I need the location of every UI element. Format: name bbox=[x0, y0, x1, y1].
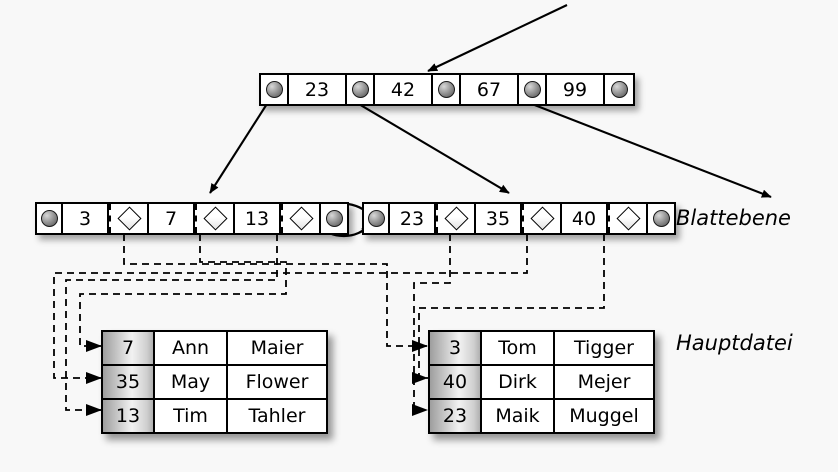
diamond-pointer-icon bbox=[529, 206, 555, 231]
sphere-pointer-icon bbox=[265, 81, 283, 98]
sphere-pointer-cell[interactable] bbox=[605, 75, 633, 104]
leaf-node-left[interactable]: 3 7 13 bbox=[35, 202, 349, 235]
sphere-pointer-cell[interactable] bbox=[347, 75, 375, 104]
sphere-pointer-icon bbox=[610, 81, 628, 98]
table-cell-key: 3 bbox=[430, 332, 482, 364]
table-cell-first-name: Dirk bbox=[482, 366, 555, 398]
sphere-pointer-icon bbox=[351, 81, 369, 98]
key-cell[interactable]: 42 bbox=[375, 75, 433, 104]
diamond-pointer-icon[interactable] bbox=[608, 204, 648, 233]
dashed-link-key-3 bbox=[123, 234, 428, 347]
table-cell-last-name: Flower bbox=[228, 366, 326, 398]
caption-blattebene: Blattebene bbox=[676, 206, 791, 230]
key-cell[interactable]: 99 bbox=[547, 75, 605, 104]
key-cell[interactable]: 23 bbox=[390, 204, 436, 233]
table-cell-last-name: Muggel bbox=[555, 400, 653, 432]
table-cell-key: 23 bbox=[430, 400, 482, 432]
dashed-link-key-35 bbox=[53, 234, 528, 379]
table-cell-last-name: Mejer bbox=[555, 366, 653, 398]
key-cell[interactable]: 13 bbox=[235, 204, 281, 233]
table-cell-key: 7 bbox=[103, 332, 155, 364]
sphere-pointer-cell[interactable] bbox=[37, 204, 63, 233]
sphere-pointer-cell[interactable] bbox=[648, 204, 674, 233]
sphere-pointer-icon bbox=[652, 210, 670, 227]
sphere-pointer-cell[interactable] bbox=[321, 204, 347, 233]
sphere-pointer-icon bbox=[367, 210, 385, 227]
sphere-pointer-icon bbox=[40, 210, 58, 227]
sphere-pointer-cell[interactable] bbox=[519, 75, 547, 104]
table-cell-first-name: Maik bbox=[482, 400, 555, 432]
table-cell-key: 13 bbox=[103, 400, 155, 432]
diamond-pointer-icon bbox=[116, 206, 142, 231]
table-cell-first-name: Tom bbox=[482, 332, 555, 364]
edge-root-to-leaf-right bbox=[346, 96, 510, 194]
key-cell[interactable]: 7 bbox=[149, 204, 195, 233]
caption-hauptdatei: Hauptdatei bbox=[676, 331, 793, 355]
sphere-pointer-cell[interactable] bbox=[261, 75, 289, 104]
diamond-pointer-icon bbox=[443, 206, 469, 231]
root-index-node[interactable]: 23 42 67 99 bbox=[259, 73, 635, 106]
table-cell-key: 35 bbox=[103, 366, 155, 398]
diamond-pointer-icon[interactable] bbox=[436, 204, 476, 233]
diamond-pointer-icon[interactable] bbox=[522, 204, 562, 233]
key-cell[interactable]: 40 bbox=[562, 204, 608, 233]
edge-external-to-root bbox=[427, 4, 568, 72]
diamond-pointer-icon[interactable] bbox=[195, 204, 235, 233]
sphere-pointer-cell[interactable] bbox=[364, 204, 390, 233]
sphere-pointer-icon bbox=[523, 81, 541, 98]
diamond-pointer-icon[interactable] bbox=[109, 204, 149, 233]
key-cell[interactable]: 35 bbox=[476, 204, 522, 233]
table-cell-first-name: May bbox=[155, 366, 228, 398]
diamond-pointer-icon bbox=[615, 206, 641, 231]
diamond-pointer-icon bbox=[202, 206, 228, 231]
dashed-link-key-7 bbox=[79, 234, 287, 347]
diamond-pointer-icon bbox=[288, 206, 314, 231]
dashed-link-key-40 bbox=[418, 234, 605, 379]
table-cell-first-name: Ann bbox=[155, 332, 228, 364]
leaf-node-right[interactable]: 23 35 40 bbox=[362, 202, 676, 235]
sphere-pointer-icon bbox=[437, 81, 455, 98]
table-cell-first-name: Tim bbox=[155, 400, 228, 432]
table-cell-last-name: Tigger bbox=[555, 332, 653, 364]
table-cell-key: 40 bbox=[430, 366, 482, 398]
edge-root-to-leaf-left bbox=[209, 95, 273, 194]
table-cell-last-name: Tahler bbox=[228, 400, 326, 432]
sphere-pointer-icon bbox=[325, 210, 343, 227]
sphere-pointer-cell[interactable] bbox=[433, 75, 461, 104]
key-cell[interactable]: 3 bbox=[63, 204, 109, 233]
dashed-link-key-13 bbox=[65, 234, 278, 411]
key-cell[interactable]: 67 bbox=[461, 75, 519, 104]
diamond-pointer-icon[interactable] bbox=[281, 204, 321, 233]
edge-root-to-outside-right bbox=[513, 96, 772, 198]
key-cell[interactable]: 23 bbox=[289, 75, 347, 104]
table-cell-last-name: Maier bbox=[228, 332, 326, 364]
